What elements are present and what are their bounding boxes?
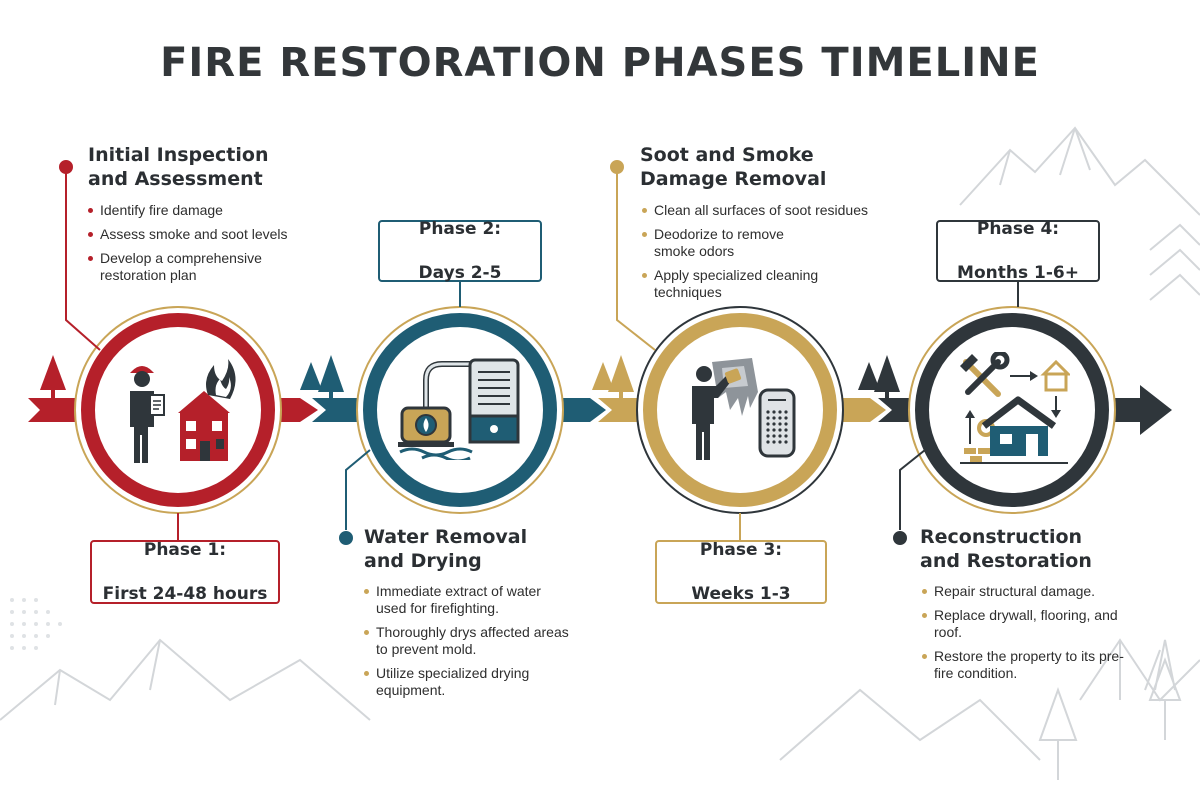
phase-3-bullets: Clean all surfaces of soot residues Deod… [640,202,920,308]
phase-4-label-line1: Phase 4: [976,219,1060,239]
list-item: Assess smoke and soot levels [86,226,326,243]
phase-2-label-line1: Phase 2: [418,219,502,239]
phase-2-heading-line1: Water Removal [364,526,528,548]
phase-1-bullets: Identify fire damage Assess smoke and so… [86,202,326,291]
list-item: Restore the property to its pre-fire con… [920,648,1124,682]
phase-1-label-line2: First 24-48 hours [102,584,268,604]
list-item: Clean all surfaces of soot residues [640,202,920,219]
page-title: FIRE RESTORATION PHASES TIMELINE [160,40,1040,86]
connector-phase-4 [893,282,1019,545]
phase-4-heading-line2: and Restoration [920,550,1092,572]
phase-2-heading-line2: and Drying [364,550,482,572]
phase-2-heading: Water Removal and Drying [364,525,527,573]
pine-tree-icon [858,355,900,398]
connector-phase-3 [610,160,741,540]
list-item: Replace drywall, flooring, and roof. [920,607,1119,641]
pine-tree-icon [300,355,344,398]
phase-3-label-line2: Weeks 1-3 [691,584,791,604]
list-item: Repair structural damage. [920,583,1130,600]
phase-1-label-box: Phase 1: First 24-48 hours [90,540,280,604]
mountain-background-icon [0,126,1200,761]
list-item: Deodorize to remove smoke odors [640,226,814,260]
phase-3-heading-line1: Soot and Smoke [640,144,814,166]
inspector-burning-house-icon [130,359,236,463]
pine-tree-icon [592,355,634,398]
phase-2-label-line2: Days 2-5 [418,263,502,283]
dot-pattern [10,598,62,650]
phase-4-bullets: Repair structural damage. Replace drywal… [920,583,1130,689]
phase-3-heading-line2: Damage Removal [640,168,827,190]
cleaner-air-purifier-icon [692,358,796,460]
phase-3-label-line1: Phase 3: [699,540,783,560]
phase-3-label-box: Phase 3: Weeks 1-3 [655,540,827,604]
tools-house-rebuild-icon [960,352,1070,464]
connector-phase-2 [339,282,461,545]
pump-dehumidifier-icon [398,358,520,460]
list-item: Develop a comprehensive restoration plan [86,250,326,284]
pine-tree-icon [40,355,66,398]
phase-3-heading: Soot and Smoke Damage Removal [640,143,826,191]
list-item: Apply specialized cleaning techniques [640,267,884,301]
phase-1-label-line1: Phase 1: [143,540,227,560]
phase-4-label-box: Phase 4: Months 1-6+ [936,219,1100,283]
list-item: Identify fire damage [86,202,326,219]
connector-phase-1 [59,160,179,540]
phase-4-heading: Reconstruction and Restoration [920,525,1092,573]
list-item: Immediate extract of water used for fire… [362,583,572,617]
list-item: Thoroughly drys affected areas to preven… [362,624,572,658]
phase-2-label-box: Phase 2: Days 2-5 [378,219,542,283]
phase-1-heading-line1: Initial Inspection [88,144,269,166]
phase-4-label-line2: Months 1-6+ [957,263,1079,283]
phase-4-heading-line1: Reconstruction [920,526,1083,548]
pine-tree-sketch-icon [1038,639,1182,780]
phase-1-heading: Initial Inspection and Assessment [88,143,268,191]
list-item: Utilize specialized drying equipment. [362,665,572,699]
phase-2-bullets: Immediate extract of water used for fire… [362,583,572,706]
phase-1-heading-line2: and Assessment [88,168,263,190]
